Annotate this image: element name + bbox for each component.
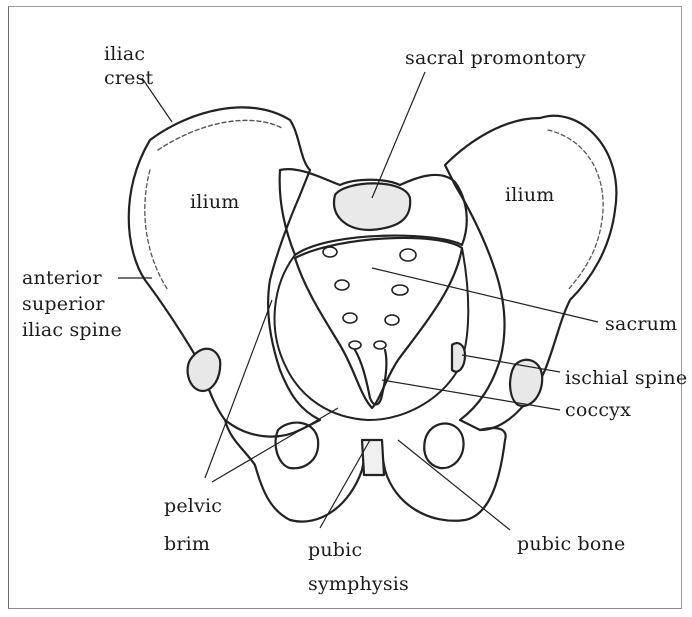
sacrum-body [295,238,462,408]
label-pubic-bone: pubic bone [517,532,625,556]
label-pelvic-brim-1: pelvic [164,494,222,518]
right-obturator-foramen [424,424,463,469]
sacral-foramen [349,341,361,349]
label-pubic-symphysis-2: symphysis [308,572,409,596]
leader-pelvic-brim-a [205,300,272,478]
sacral-foramen [335,280,349,290]
left-obturator-foramen [276,423,319,469]
label-iliac-crest-1: iliac [104,42,145,66]
sacral-foramen [392,285,408,295]
label-ilium-left: ilium [190,190,239,214]
label-ilium-right: ilium [505,183,554,207]
label-anterior-3: iliac spine [22,318,122,342]
pelvic-brim-outline [275,248,469,420]
sacral-promontory-shape [334,183,410,230]
leader-ischial-spine [462,355,560,372]
right-ilium-inner-dashed [548,130,603,290]
label-sacrum: sacrum [605,312,677,336]
sacral-foramen [323,247,337,257]
sacral-foramen [374,341,386,349]
sacral-foramen [385,315,399,325]
leader-pubic-symphysis [320,440,370,528]
pubic-symphysis-shape [362,440,384,475]
label-coccyx: coccyx [565,398,631,422]
leader-pubic-bone [398,440,510,530]
left-ischial-spine-shape [188,349,221,391]
label-iliac-crest-2: crest [104,66,153,90]
left-ilium-inner-dashed [145,170,168,290]
coccyx-shape [355,350,386,404]
label-pubic-symphysis-1: pubic [308,538,362,562]
sacral-foramen [343,313,357,323]
right-ischial-inner [452,343,465,372]
label-pelvic-brim-2: brim [164,532,210,556]
label-ischial-spine: ischial spine [565,366,687,390]
label-sacral-promontory: sacral promontory [405,46,586,70]
label-anterior-1: anterior [22,266,102,290]
left-ilium-outline [129,107,320,436]
label-anterior-2: superior [22,292,105,316]
sacral-foramen [400,249,416,261]
leader-sacrum [372,268,598,322]
left-iliac-crest-band [158,120,282,150]
